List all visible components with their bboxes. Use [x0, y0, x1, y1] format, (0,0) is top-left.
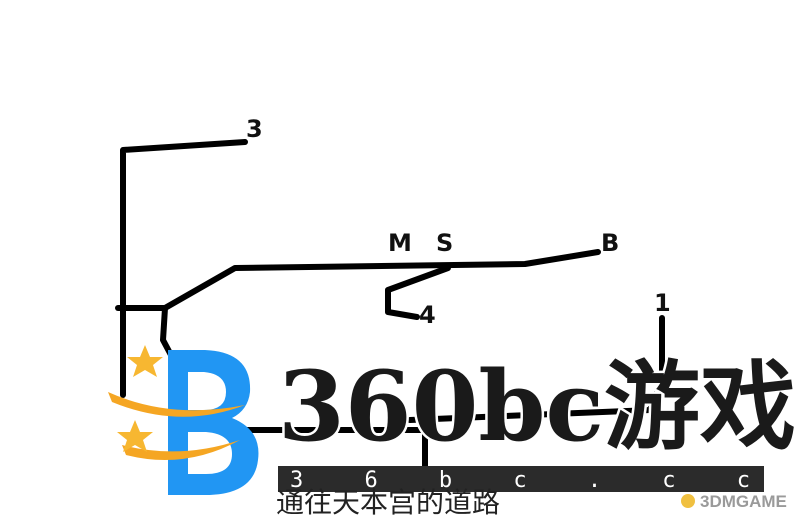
logo-b-icon	[168, 350, 259, 495]
credit-text: 3DMGAME	[700, 492, 787, 511]
credit-logo-icon	[681, 494, 695, 508]
path-to-1	[407, 315, 665, 423]
path-bottom	[237, 427, 428, 473]
map-label-m: M	[388, 229, 412, 257]
star-icon	[108, 345, 245, 460]
credit-mark: 3DMGAME	[681, 492, 787, 511]
url-text: 3 6 b c . c c	[290, 468, 750, 493]
map-label-s: S	[436, 229, 453, 257]
map-label-4: 4	[419, 301, 436, 329]
caption-text: 通往天本宫的道路	[276, 486, 500, 515]
url-strip	[278, 466, 764, 492]
map-paths	[115, 139, 665, 473]
map-label-b: B	[601, 229, 619, 257]
brand-text: 360bc游戏	[278, 350, 796, 463]
path-to-4	[385, 265, 451, 320]
map-label-3: 3	[246, 115, 263, 143]
path-to-3	[120, 139, 248, 398]
path-main-upper	[162, 249, 601, 311]
map-label-1: 1	[654, 289, 671, 317]
brand-logo	[108, 345, 259, 495]
